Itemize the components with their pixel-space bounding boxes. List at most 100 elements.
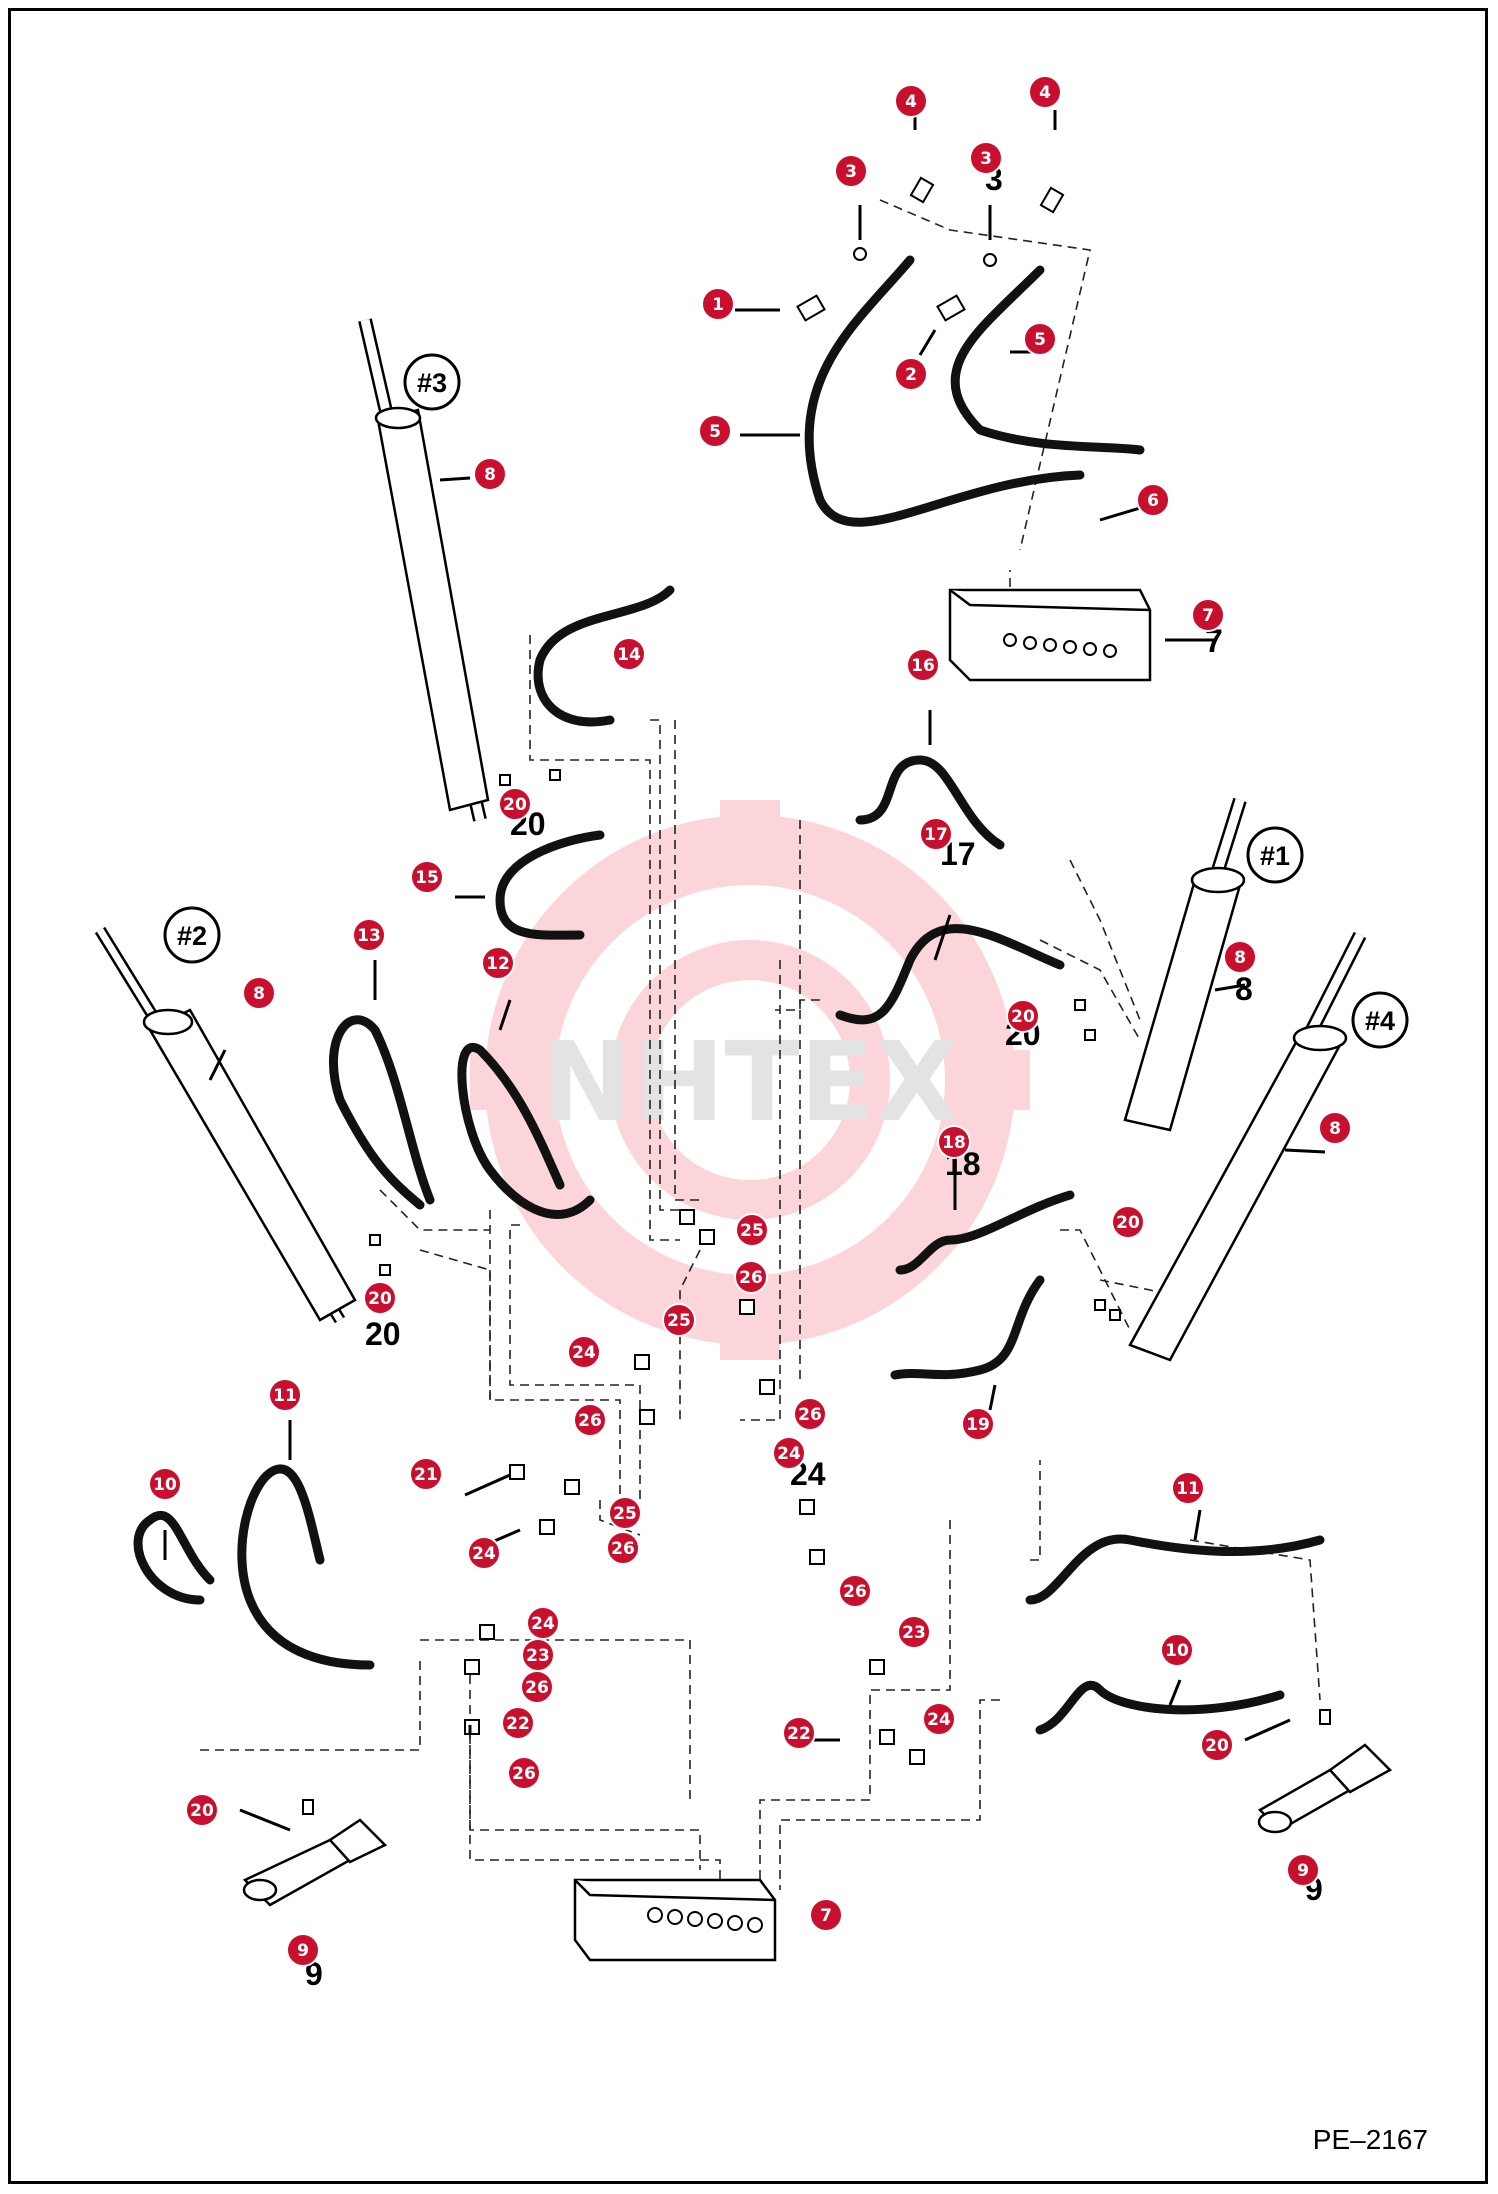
svg-text:17: 17 xyxy=(924,825,948,845)
hose-5a xyxy=(804,255,1085,527)
callout-26c[interactable]: 26 xyxy=(793,1397,827,1431)
svg-text:10: 10 xyxy=(153,1475,177,1495)
callout-20c[interactable]: 20 xyxy=(363,1281,397,1315)
callout-24e[interactable]: 24 xyxy=(922,1702,956,1736)
svg-text:20: 20 xyxy=(503,795,527,815)
callout-22a[interactable]: 22 xyxy=(501,1706,535,1740)
svg-text:8: 8 xyxy=(253,984,265,1004)
hoses xyxy=(133,255,1325,1735)
hose-5b xyxy=(950,265,1145,455)
svg-text:20: 20 xyxy=(1011,1007,1035,1027)
callout-24a[interactable]: 24 xyxy=(567,1335,601,1369)
callout-20a[interactable]: 20 xyxy=(498,787,532,821)
callout-8d[interactable]: 8 xyxy=(1318,1111,1352,1145)
svg-text:25: 25 xyxy=(613,1504,637,1524)
callout-19[interactable]: 19 xyxy=(961,1407,995,1441)
callout-11a[interactable]: 11 xyxy=(268,1378,302,1412)
callout-21[interactable]: 21 xyxy=(409,1457,443,1491)
callout-6[interactable]: 6 xyxy=(1136,483,1170,517)
callout-22b[interactable]: 22 xyxy=(782,1716,816,1750)
svg-text:4: 4 xyxy=(1039,83,1051,103)
callout-13[interactable]: 13 xyxy=(352,918,386,952)
callout-8c[interactable]: 8 xyxy=(1223,940,1257,974)
svg-text:5: 5 xyxy=(1034,330,1046,350)
hose-19 xyxy=(890,1275,1045,1380)
callout-24b[interactable]: 24 xyxy=(772,1436,806,1470)
callout-20b[interactable]: 20 xyxy=(1006,999,1040,1033)
callout-2[interactable]: 2 xyxy=(894,357,928,391)
manifold-block-lower xyxy=(573,1878,777,1962)
svg-text:20: 20 xyxy=(1116,1213,1140,1233)
callout-25b[interactable]: 25 xyxy=(662,1303,696,1337)
callout-15[interactable]: 15 xyxy=(410,860,444,894)
svg-text:5: 5 xyxy=(709,422,721,442)
svg-text:22: 22 xyxy=(787,1724,811,1744)
svg-text:7: 7 xyxy=(820,1906,832,1926)
callout-9b[interactable]: 9 xyxy=(1286,1853,1320,1887)
manifold-block-upper xyxy=(948,588,1152,682)
svg-text:#2: #2 xyxy=(177,921,207,951)
svg-text:3: 3 xyxy=(980,149,992,169)
callout-3a[interactable]: 3 xyxy=(834,154,868,188)
callout-25a[interactable]: 25 xyxy=(735,1213,769,1247)
svg-text:20: 20 xyxy=(1205,1736,1229,1756)
callout-1[interactable]: 1 xyxy=(701,287,735,321)
svg-text:14: 14 xyxy=(617,645,641,665)
svg-text:26: 26 xyxy=(611,1539,635,1559)
callout-5a[interactable]: 5 xyxy=(698,414,732,448)
callout-26d[interactable]: 26 xyxy=(606,1531,640,1565)
callout-23a[interactable]: 23 xyxy=(521,1638,555,1672)
svg-text:25: 25 xyxy=(667,1311,691,1331)
callout-4a[interactable]: 4 xyxy=(894,84,928,118)
svg-text:4: 4 xyxy=(905,92,917,112)
svg-text:25: 25 xyxy=(740,1221,764,1241)
callout-18[interactable]: 18 xyxy=(937,1125,971,1159)
svg-text:23: 23 xyxy=(902,1623,926,1643)
callout-4b[interactable]: 4 xyxy=(1028,75,1062,109)
callout-10a[interactable]: 10 xyxy=(148,1467,182,1501)
svg-text:11: 11 xyxy=(273,1386,297,1406)
svg-text:12: 12 xyxy=(486,954,510,974)
callout-26b[interactable]: 26 xyxy=(573,1403,607,1437)
callout-26e[interactable]: 26 xyxy=(838,1574,872,1608)
callout-26f[interactable]: 26 xyxy=(520,1670,554,1704)
label-8: 8 xyxy=(1235,971,1253,1007)
svg-text:2: 2 xyxy=(905,365,917,385)
diagram-frame xyxy=(8,8,1488,2184)
svg-text:24: 24 xyxy=(531,1614,555,1634)
svg-text:23: 23 xyxy=(526,1646,550,1666)
hose-16 xyxy=(855,755,1005,850)
callout-8a[interactable]: 8 xyxy=(473,457,507,491)
callout-11b[interactable]: 11 xyxy=(1171,1471,1205,1505)
svg-text:11: 11 xyxy=(1176,1479,1200,1499)
callout-3b[interactable]: 3 xyxy=(969,141,1003,175)
callout-26a[interactable]: 26 xyxy=(734,1260,768,1294)
callout-7a[interactable]: 7 xyxy=(1191,598,1225,632)
svg-text:16: 16 xyxy=(911,656,935,676)
svg-text:20: 20 xyxy=(368,1289,392,1309)
callout-24d[interactable]: 24 xyxy=(526,1606,560,1640)
callout-26g[interactable]: 26 xyxy=(507,1756,541,1790)
hose-12 xyxy=(457,1043,595,1219)
callout-8b[interactable]: 8 xyxy=(242,976,276,1010)
svg-text:10: 10 xyxy=(1165,1641,1189,1661)
callout-9a[interactable]: 9 xyxy=(286,1933,320,1967)
callout-20d[interactable]: 20 xyxy=(1111,1205,1145,1239)
callout-12[interactable]: 12 xyxy=(481,946,515,980)
callout-14[interactable]: 14 xyxy=(612,637,646,671)
callout-5b[interactable]: 5 xyxy=(1023,322,1057,356)
callout-20f[interactable]: 20 xyxy=(1200,1728,1234,1762)
callout-10b[interactable]: 10 xyxy=(1160,1633,1194,1667)
hose-11-left xyxy=(237,1464,375,1670)
callout-17[interactable]: 17 xyxy=(919,817,953,851)
callout-25c[interactable]: 25 xyxy=(608,1496,642,1530)
callout-24c[interactable]: 24 xyxy=(467,1536,501,1570)
callout-20e[interactable]: 20 xyxy=(185,1793,219,1827)
routing-lines xyxy=(200,199,1321,1890)
svg-text:8: 8 xyxy=(484,465,496,485)
hose-14 xyxy=(533,585,675,727)
callout-23b[interactable]: 23 xyxy=(897,1615,931,1649)
hose-10-right xyxy=(1035,1680,1285,1735)
callout-16[interactable]: 16 xyxy=(906,648,940,682)
callout-7b[interactable]: 7 xyxy=(809,1898,843,1932)
